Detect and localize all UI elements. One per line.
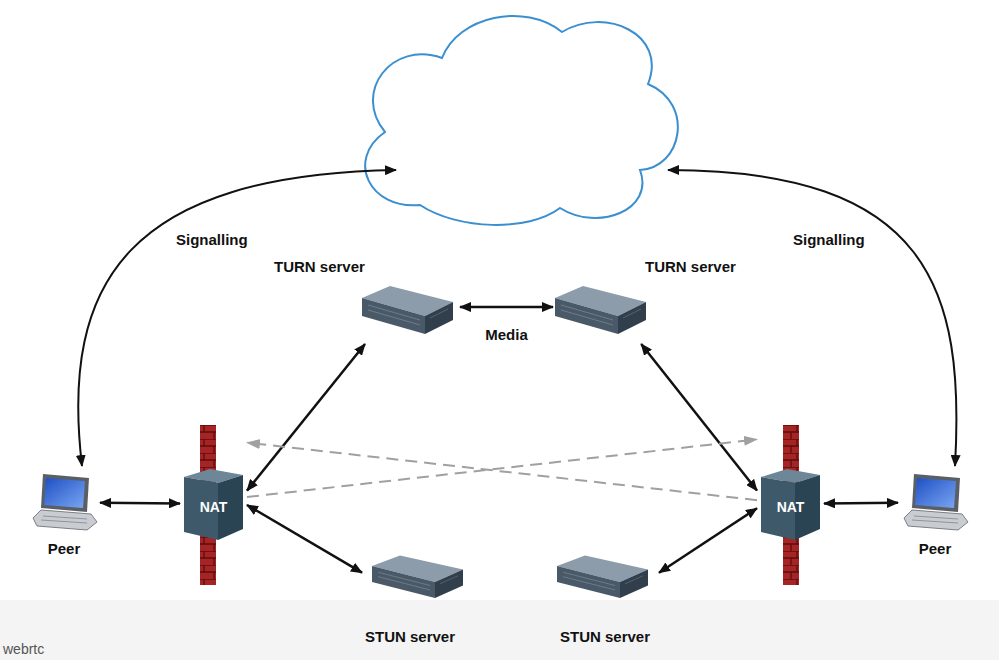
peer-laptop: Peer	[898, 472, 972, 560]
connector	[824, 502, 898, 505]
node-label: Peer	[48, 540, 81, 558]
signalling-label: Signalling	[793, 231, 865, 249]
server-node: STUN server	[553, 543, 659, 649]
connector	[100, 502, 180, 505]
laptop-icon	[29, 472, 99, 534]
signalling-arrow	[78, 170, 396, 466]
node-label: Peer	[919, 540, 952, 558]
connector	[659, 508, 757, 572]
watermark: webrtc	[3, 640, 44, 658]
device-label: NAT	[184, 477, 243, 537]
signalling-label: Signalling	[176, 231, 248, 249]
edge-label: Media	[485, 326, 528, 344]
node-label: TURN server	[274, 258, 365, 276]
nat-device: NAT	[180, 425, 247, 585]
server-icon	[370, 543, 465, 605]
server-node: TURN server	[553, 258, 749, 344]
server-node: TURN server	[270, 258, 460, 344]
connector	[247, 344, 365, 491]
connector	[641, 344, 757, 491]
dashed-connector	[247, 439, 757, 497]
server-icon	[555, 543, 650, 605]
server-icon	[360, 272, 455, 342]
server-icon	[553, 272, 648, 342]
signalling-arrow	[668, 170, 956, 466]
peer-laptop: Peer	[28, 472, 100, 560]
node-label: TURN server	[645, 258, 736, 276]
node-label: STUN server	[365, 628, 455, 646]
node-label: STUN server	[560, 628, 650, 646]
connector	[460, 306, 553, 309]
device-label: NAT	[761, 477, 820, 537]
cloud	[365, 16, 678, 225]
nat-device: NAT	[757, 425, 824, 585]
server-node: STUN server	[362, 543, 468, 649]
dashed-connector	[247, 443, 757, 501]
laptop-icon	[900, 472, 970, 534]
ground	[0, 600, 999, 660]
connector	[247, 505, 362, 573]
